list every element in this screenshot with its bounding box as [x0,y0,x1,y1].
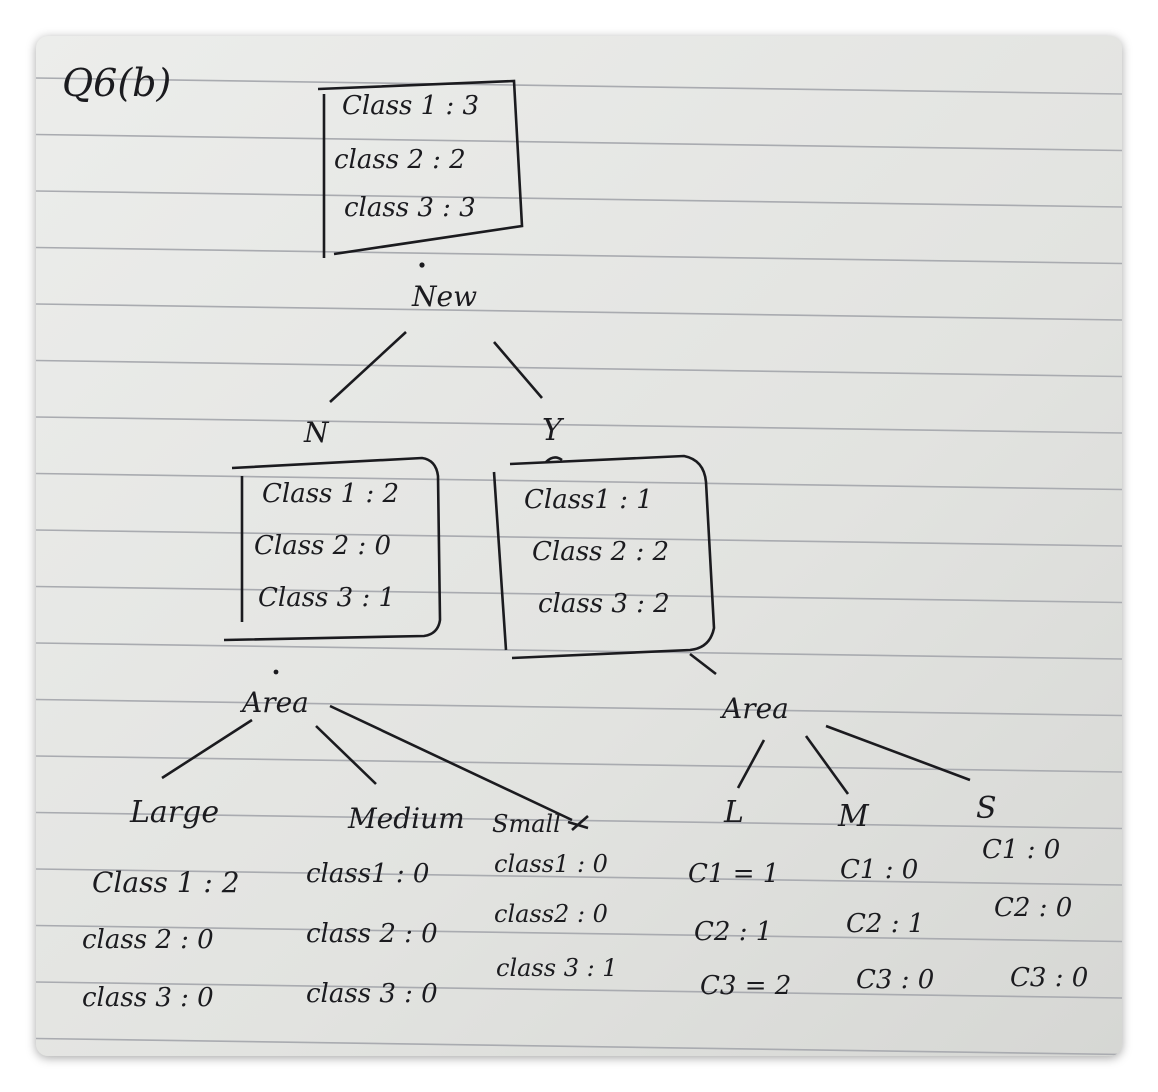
leaf-l-line-1: C1 = 1 [688,859,779,889]
leaf-m-line-3: C3 : 0 [856,965,934,995]
node-y-line-2: Class 2 : 2 [532,537,669,567]
paper [36,36,1122,1056]
area-n-edges [161,704,573,822]
root-line-1: Class 1 : 3 [342,91,479,121]
leaf-s-label: S [976,791,997,826]
node-n-line-1: Class 1 : 2 [262,479,399,509]
node-n: Class 1 : 2 Class 2 : 0 Class 3 : 1 [223,456,442,642]
heading: Q6(b) [62,61,171,105]
root-node-box [317,79,524,258]
leaf-s-line-2: C2 : 0 [994,893,1072,923]
leaf-large-line-2: class 2 : 0 [82,925,214,955]
leaf-large-line-3: class 3 : 0 [82,983,214,1013]
node-y: Class1 : 1 Class 2 : 2 class 3 : 2 [492,454,716,660]
root-line-2: class 2 : 2 [334,145,466,175]
node-y-attribute: Area [719,692,789,725]
root-node: Class 1 : 3 class 2 : 2 class 3 : 3 [317,79,524,258]
ink-dot [273,669,279,675]
node-y-line-3: class 3 : 2 [538,589,670,619]
edge-y-to-area [689,652,717,676]
leaf-medium-line-3: class 3 : 0 [306,979,438,1009]
node-y-box [492,454,716,660]
root-attribute: New [411,280,477,313]
leaf-s-line-1: C1 : 0 [982,835,1060,865]
scribble-mark [567,815,589,831]
leaf-m-line-1: C1 : 0 [840,855,918,885]
leaf-small-line-3: class 3 : 1 [496,954,618,982]
leaf-large-line-1: Class 1 : 2 [92,866,240,899]
edge-label-n: N [303,416,330,449]
leaf-medium-line-2: class 2 : 0 [306,919,438,949]
node-y-line-1: Class1 : 1 [524,485,653,515]
area-y-edges [736,724,971,795]
leaf-large-label: Large [129,795,219,830]
leaf-small-line-2: class2 : 0 [494,900,608,928]
node-n-attribute: Area [239,686,309,719]
notebook-ruling [36,77,1122,1056]
leaf-l-line-2: C2 : 1 [694,917,772,947]
node-n-line-2: Class 2 : 0 [254,531,391,561]
node-n-line-3: Class 3 : 1 [258,583,395,613]
root-edges [329,331,543,403]
leaf-medium-label: Medium [347,802,465,835]
root-line-3: class 3 : 3 [344,193,476,223]
edge-label-y: Y [542,413,565,448]
notebook-photo: Q6(b) Class 1 : 3 class 2 : 2 class 3 : … [36,36,1122,1056]
leaf-small-label: Small [492,810,561,838]
leaf-small-line-1: class1 : 0 [494,850,608,878]
ink-dot [419,262,425,268]
leaf-l-label: L [723,795,744,830]
leaf-m-line-2: C2 : 1 [846,909,924,939]
leaf-m-label: M [837,799,870,834]
leaf-s-line-3: C3 : 0 [1010,963,1088,993]
node-n-box [223,456,442,642]
leaf-l-line-3: C3 = 2 [700,971,791,1001]
leaf-medium-line-1: class1 : 0 [306,859,429,889]
